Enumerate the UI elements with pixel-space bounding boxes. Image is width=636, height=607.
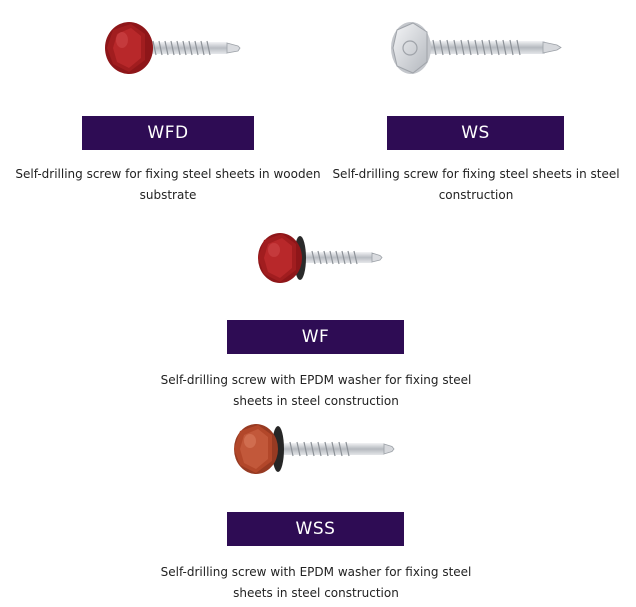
product-label-wss[interactable]: WSS — [227, 512, 404, 546]
wf-screw-image — [258, 233, 383, 283]
ws-screw-image — [391, 22, 562, 74]
product-description-ws: Self-drilling screw for fixing steel she… — [332, 167, 620, 202]
product-description-wfd: Self-drilling screw for fixing steel she… — [15, 167, 321, 202]
wfd-screw-image — [105, 22, 241, 74]
product-description-wf: Self-drilling screw with EPDM washer for… — [160, 373, 472, 408]
product-label-ws[interactable]: WS — [387, 116, 564, 150]
product-label-wf[interactable]: WF — [227, 320, 404, 354]
product-description-wss: Self-drilling screw with EPDM washer for… — [160, 565, 472, 600]
wss-screw-image — [234, 424, 395, 474]
product-label-wfd[interactable]: WFD — [82, 116, 254, 150]
